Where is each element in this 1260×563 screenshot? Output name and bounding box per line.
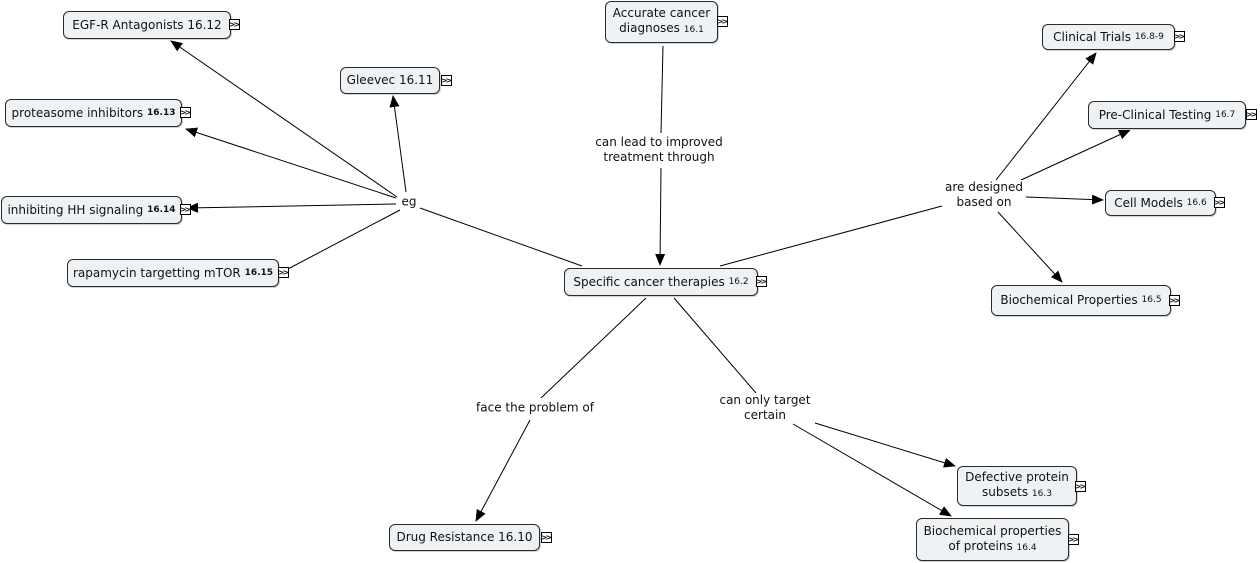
edge-specific-problem xyxy=(540,297,647,399)
node-preclinical-testing[interactable]: Pre-Clinical Testing 16.7 xyxy=(1088,101,1246,129)
edge-eg-egfr xyxy=(170,40,398,198)
resource-link-icon[interactable]: >> xyxy=(1213,197,1225,208)
node-specific-label: Specific cancer therapies xyxy=(573,274,725,289)
link-designed-line2: based on xyxy=(956,195,1012,209)
edge-eg-rapamycin xyxy=(285,209,401,271)
resource-link-icon[interactable]: >> xyxy=(755,276,767,287)
node-cellmodels-num: 16.6 xyxy=(1186,197,1207,208)
resource-link-icon[interactable]: >> xyxy=(1074,481,1086,492)
resource-link-icon[interactable]: >> xyxy=(228,19,240,30)
node-gleevec[interactable]: Gleevec 16.11 xyxy=(340,67,440,94)
node-biochem-proteins-line2: of proteins xyxy=(948,538,1013,553)
node-clinical-num: 16.8-9 xyxy=(1134,31,1164,42)
node-accurate-line1: Accurate cancer xyxy=(612,6,711,20)
node-hh-label: inhibiting HH signaling xyxy=(7,202,144,217)
edge-target-biochem xyxy=(792,423,952,517)
edge-designed-biochem xyxy=(997,211,1063,283)
node-accurate-diagnoses[interactable]: Accurate cancer diagnoses 16.1 xyxy=(605,1,718,43)
link-target-line2: certain xyxy=(744,408,786,422)
node-egfr-antagonists[interactable]: EGF-R Antagonists 16.12 xyxy=(63,11,231,39)
node-rapamycin-num: 16.15 xyxy=(244,267,274,278)
node-defective-line2: subsets xyxy=(982,485,1029,499)
node-accurate-line2: diagnoses xyxy=(619,21,680,35)
link-improved-line2: treatment through xyxy=(603,150,715,164)
link-problem-text: face the problem of xyxy=(476,400,594,415)
edge-designed-clinical xyxy=(995,52,1097,181)
node-gleevec-label: Gleevec 16.11 xyxy=(346,73,434,87)
link-target-line1: can only target xyxy=(719,393,811,407)
link-label-eg: eg xyxy=(399,194,419,210)
link-eg-text: eg xyxy=(401,194,417,209)
resource-link-icon[interactable]: >> xyxy=(1173,31,1185,42)
node-rapamycin[interactable]: rapamycin targetting mTOR 16.15 xyxy=(67,259,279,287)
node-defective-num: 16.3 xyxy=(1031,489,1052,499)
node-cell-models[interactable]: Cell Models 16.6 xyxy=(1105,190,1216,216)
edge-eg-proteasome xyxy=(185,127,397,199)
resource-link-icon[interactable]: >> xyxy=(179,107,191,118)
node-defective-line1: Defective protein xyxy=(965,470,1069,484)
resource-link-icon[interactable]: >> xyxy=(716,16,728,27)
node-specific-num: 16.2 xyxy=(728,276,749,287)
edge-eg-hh xyxy=(186,202,397,213)
node-drug-resistance[interactable]: Drug Resistance 16.10 xyxy=(389,524,540,551)
edge-accurate-link xyxy=(660,45,664,134)
node-hh-num: 16.14 xyxy=(147,204,176,215)
node-drugres-label: Drug Resistance 16.10 xyxy=(396,530,533,544)
node-biochemical-properties[interactable]: Biochemical Properties 16.5 xyxy=(991,285,1171,316)
edge-specific-designed xyxy=(719,205,943,267)
node-specific-therapies[interactable]: Specific cancer therapies 16.2 xyxy=(564,268,758,296)
node-egfr-label: EGF-R Antagonists 16.12 xyxy=(72,17,222,32)
node-preclinical-label: Pre-Clinical Testing xyxy=(1098,107,1212,122)
edge-eg-gleevec xyxy=(389,95,407,193)
edge-problem-drugres xyxy=(475,419,531,522)
node-preclinical-num: 16.7 xyxy=(1215,109,1236,120)
edge-designed-preclinical xyxy=(1020,129,1131,181)
edge-designed-cellmodels xyxy=(1025,194,1104,205)
resource-link-icon[interactable]: >> xyxy=(179,204,191,215)
resource-link-icon[interactable]: >> xyxy=(1168,295,1180,306)
link-label-improved-treatment: can lead to improved treatment through xyxy=(593,135,725,165)
node-clinical-trials[interactable]: Clinical Trials 16.8-9 xyxy=(1042,24,1175,50)
node-defective-protein[interactable]: Defective protein subsets 16.3 xyxy=(957,466,1077,506)
link-improved-line1: can lead to improved xyxy=(595,135,723,149)
node-accurate-num: 16.1 xyxy=(683,25,704,35)
resource-link-icon[interactable]: >> xyxy=(540,532,552,543)
edge-specific-eg xyxy=(419,207,583,267)
node-rapamycin-label: rapamycin targetting mTOR xyxy=(72,265,241,280)
link-label-designed-based-on: are designed based on xyxy=(942,180,1026,210)
edge-link-specific xyxy=(655,167,666,266)
edge-specific-target xyxy=(673,297,757,394)
node-clinical-label: Clinical Trials xyxy=(1053,29,1131,44)
node-biochem-proteins-num: 16.4 xyxy=(1016,542,1037,553)
link-label-only-target: can only target certain xyxy=(717,393,813,423)
node-proteasome-num: 16.13 xyxy=(147,107,176,118)
node-biochem-prop-label: Biochemical Properties xyxy=(1000,293,1138,307)
resource-link-icon[interactable]: >> xyxy=(440,75,452,86)
resource-link-icon[interactable]: >> xyxy=(1067,534,1079,545)
link-designed-line1: are designed xyxy=(944,180,1024,194)
resource-link-icon[interactable]: >> xyxy=(1245,109,1257,120)
node-biochem-prop-num: 16.5 xyxy=(1141,295,1162,305)
edge-target-defective xyxy=(814,422,956,468)
node-biochemical-properties-proteins[interactable]: Biochemical properties of proteins 16.4 xyxy=(916,518,1069,561)
node-cellmodels-label: Cell Models xyxy=(1114,195,1183,210)
node-proteasome-inhibitors[interactable]: proteasome inhibitors 16.13 xyxy=(5,99,182,127)
node-proteasome-label: proteasome inhibitors xyxy=(11,105,144,120)
node-inhibiting-hh[interactable]: inhibiting HH signaling 16.14 xyxy=(1,196,182,224)
resource-link-icon[interactable]: >> xyxy=(277,267,289,278)
link-label-face-problem: face the problem of xyxy=(474,400,596,416)
node-biochem-proteins-line1: Biochemical properties xyxy=(923,523,1062,538)
